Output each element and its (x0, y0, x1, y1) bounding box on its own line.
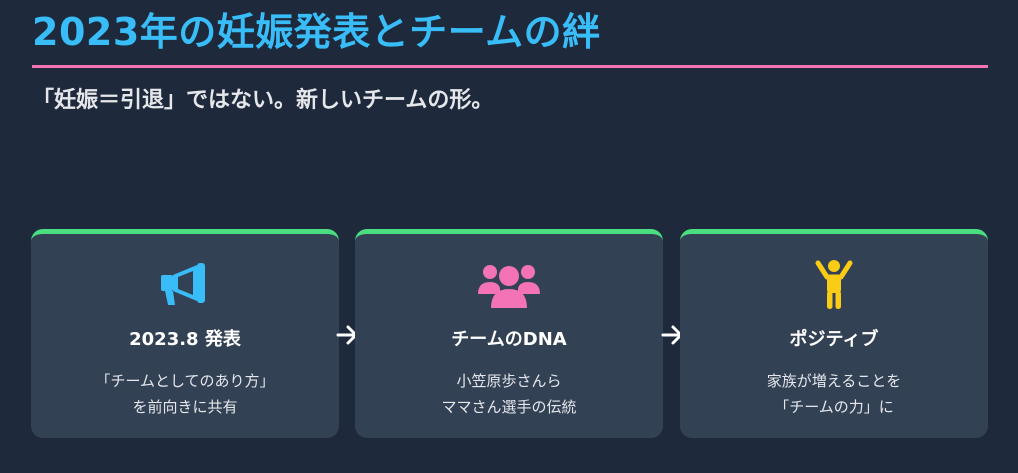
card-team-dna: チームのDNA 小笠原歩さんら ママさん選手の伝統 (355, 229, 663, 438)
megaphone-icon (31, 258, 339, 312)
page-subtitle: 「妊娠＝引退」ではない。新しいチームの形。 (32, 88, 494, 113)
title-divider (32, 65, 988, 68)
card-title: 2023.8 発表 (129, 329, 241, 350)
card-announcement: 2023.8 発表 「チームとしてのあり方」 を前向きに共有 (31, 229, 339, 438)
page-title: 2023年の妊娠発表とチームの絆 (32, 10, 601, 54)
users-icon (355, 258, 663, 312)
card-title: チームのDNA (451, 329, 567, 350)
person-celebrating-icon (680, 258, 988, 312)
card-description: 小笠原歩さんら ママさん選手の伝統 (441, 372, 577, 416)
card-description: 「チームとしてのあり方」 を前向きに共有 (95, 372, 275, 416)
card-positive: ポジティブ 家族が増えることを 「チームの力」に (680, 229, 988, 438)
card-description: 家族が増えることを 「チームの力」に (766, 372, 902, 416)
card-title: ポジティブ (789, 329, 879, 350)
